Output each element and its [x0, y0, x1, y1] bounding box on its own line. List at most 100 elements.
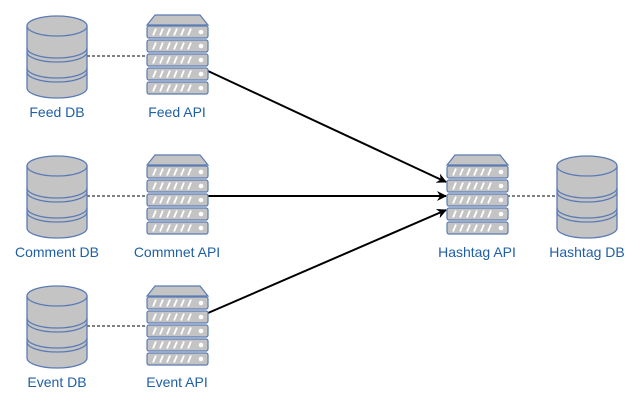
event-db-label: Event DB [27, 374, 86, 390]
vent-slot [487, 196, 492, 204]
feed-api-icon[interactable] [145, 14, 210, 95]
hashtag-api-icon[interactable] [445, 154, 510, 235]
status-led [198, 169, 204, 175]
server-cap [145, 154, 210, 166]
vent-slot [173, 28, 178, 36]
vent-slot [173, 84, 178, 92]
vent-slot [159, 84, 164, 92]
status-led [198, 57, 204, 63]
feed-db-label: Feed DB [29, 104, 84, 120]
vent-slot [487, 182, 492, 190]
vent-slot [152, 56, 157, 64]
comment-api-icon[interactable] [145, 154, 210, 235]
hashtag-db-label: Hashtag DB [549, 244, 624, 260]
event-db-icon[interactable] [26, 285, 88, 369]
vent-slot [480, 182, 485, 190]
vent-slot [152, 210, 157, 218]
vent-slot [459, 210, 464, 218]
vent-slot [187, 168, 192, 176]
vent-slot [187, 196, 192, 204]
vent-slot [466, 210, 471, 218]
vent-slot [173, 327, 178, 335]
vent-slot [187, 182, 192, 190]
vent-slot [187, 210, 192, 218]
vent-slot [452, 196, 457, 204]
vent-slot [152, 299, 157, 307]
vent-slot [466, 168, 471, 176]
vent-slot [180, 355, 185, 363]
status-led [198, 328, 204, 334]
vent-slot [459, 182, 464, 190]
vent-slot [466, 182, 471, 190]
vent-slot [159, 299, 164, 307]
vent-slot [173, 56, 178, 64]
vent-slot [480, 196, 485, 204]
vent-slot [180, 327, 185, 335]
vent-slot [152, 196, 157, 204]
vent-slot [166, 224, 171, 232]
status-led [198, 356, 204, 362]
vent-slot [152, 341, 157, 349]
vent-slot [173, 224, 178, 232]
vent-slot [152, 224, 157, 232]
vent-slot [180, 182, 185, 190]
vent-slot [152, 355, 157, 363]
status-led [198, 211, 204, 217]
vent-slot [187, 84, 192, 92]
event-api-icon[interactable] [145, 285, 210, 366]
status-led [198, 300, 204, 306]
hashtag-db-icon[interactable] [556, 155, 618, 239]
vent-slot [173, 210, 178, 218]
vent-slot [187, 313, 192, 321]
vent-slot [466, 224, 471, 232]
status-led [498, 211, 504, 217]
status-led [498, 225, 504, 231]
vent-slot [159, 341, 164, 349]
vent-slot [459, 224, 464, 232]
vent-slot [180, 299, 185, 307]
comment-db-label: Comment DB [15, 244, 99, 260]
vent-slot [159, 224, 164, 232]
vent-slot [187, 355, 192, 363]
status-led [198, 71, 204, 77]
arrow-feed-api-to-hashtag-api [207, 70, 447, 183]
vent-slot [159, 196, 164, 204]
vent-slot [152, 327, 157, 335]
vent-slot [152, 313, 157, 321]
vent-slot [487, 168, 492, 176]
vent-slot [473, 224, 478, 232]
vent-slot [152, 28, 157, 36]
status-led [498, 197, 504, 203]
vent-slot [173, 313, 178, 321]
vent-slot [159, 210, 164, 218]
vent-slot [466, 196, 471, 204]
vent-slot [173, 42, 178, 50]
vent-slot [159, 313, 164, 321]
feed-db-icon[interactable] [26, 15, 88, 99]
vent-slot [187, 224, 192, 232]
status-led [198, 85, 204, 91]
vent-slot [452, 182, 457, 190]
vent-slot [166, 313, 171, 321]
status-led [198, 225, 204, 231]
vent-slot [166, 196, 171, 204]
vent-slot [180, 56, 185, 64]
vent-slot [187, 56, 192, 64]
comment-db-icon[interactable] [26, 155, 88, 239]
vent-slot [152, 42, 157, 50]
vent-slot [159, 355, 164, 363]
vent-slot [166, 210, 171, 218]
vent-slot [187, 42, 192, 50]
vent-slot [180, 28, 185, 36]
vent-slot [166, 299, 171, 307]
vent-slot [473, 196, 478, 204]
server-cap [145, 285, 210, 297]
vent-slot [173, 168, 178, 176]
vent-slot [166, 168, 171, 176]
vent-slot [152, 182, 157, 190]
vent-slot [187, 70, 192, 78]
vent-slot [166, 327, 171, 335]
vent-slot [166, 70, 171, 78]
comment-api-label: Commnet API [134, 244, 220, 260]
